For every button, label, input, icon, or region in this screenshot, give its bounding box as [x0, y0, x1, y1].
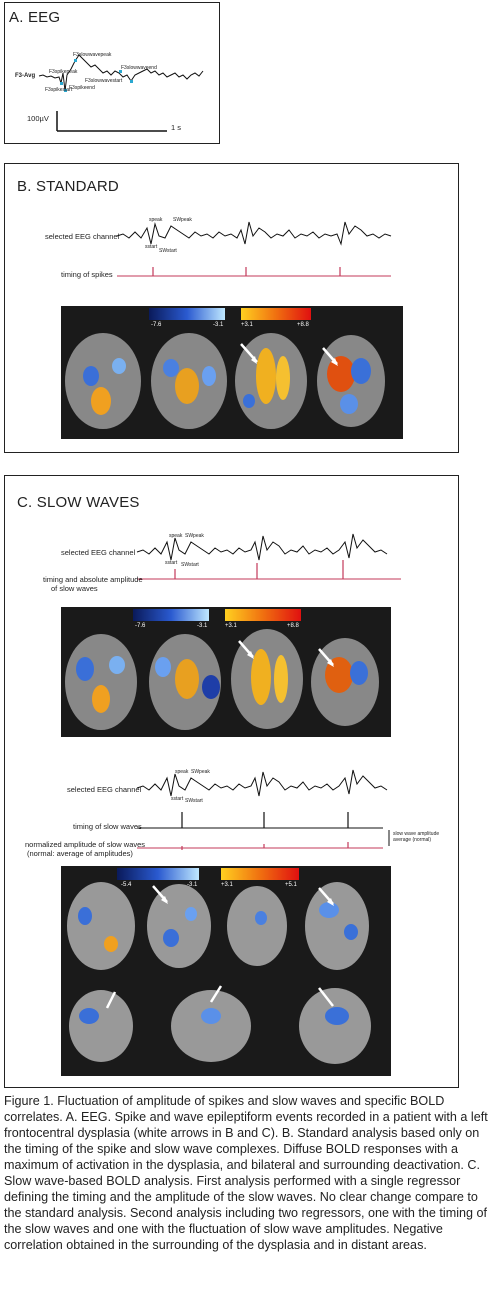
timing-amplitude-label-1: timing and absolute amplitude: [43, 575, 143, 584]
bold-slices-c2: [67, 882, 371, 1064]
scale-time: 1 s: [171, 123, 182, 132]
marker-speak-c1: speak: [169, 533, 183, 539]
marker-swpeak-b: SWpeak: [173, 217, 192, 223]
cb-c1-pos-min: +3.1: [225, 623, 237, 629]
event-label-spikepeak: F3spikepeak: [49, 69, 78, 75]
panel-b-title: B. STANDARD: [17, 178, 119, 195]
eeg-trace-a: [38, 54, 204, 132]
colorbar-neg-c1: [133, 609, 209, 621]
event-label-slowwavepeak: F3slowwavepeak: [73, 52, 112, 58]
panel-c-title: C. SLOW WAVES: [17, 494, 140, 511]
marker-sstart-c2: sstart: [171, 796, 184, 802]
marker-swstart-b: SWstart: [159, 248, 177, 254]
cb-c2-neg-min: -5.4: [121, 882, 132, 888]
bold-slices-b: [65, 333, 385, 429]
panel-a-title: A. EEG: [9, 9, 61, 26]
figure-caption: Figure 1. Fluctuation of amplitude of sp…: [4, 1094, 488, 1252]
event-label-spikeend: F3spikeend: [69, 85, 95, 91]
bold-map-c1: -7.6 -3.1 +3.1 +8.8: [61, 607, 391, 737]
bold-map-c2: -5.4 -3.1 +3.1 +5.1: [61, 866, 391, 1076]
bold-slices-c1: [65, 629, 379, 730]
cb-c2-pos-max: +5.1: [285, 882, 297, 888]
marker-swpeak-c2: SWpeak: [191, 769, 210, 775]
cb-b-pos-max: +8.8: [297, 322, 309, 328]
eeg-channel-label-b: selected EEG channel: [45, 232, 120, 241]
marker-swpeak-c1: SWpeak: [185, 533, 204, 539]
eeg-trace-b: [116, 221, 392, 277]
marker-speak-c2: speak: [175, 769, 189, 775]
event-label-slowwaveend: F3slowwaveend: [121, 65, 157, 71]
marker-swstart-c2: SWstart: [185, 798, 203, 804]
cb-b-neg-max: -3.1: [213, 322, 224, 328]
bold-map-b: -7.6 -3.1 +3.1 +8.8: [61, 306, 403, 439]
timing-amplitude-label-2: of slow waves: [51, 584, 98, 593]
marker-speak-b: speak: [149, 217, 163, 223]
cb-c1-neg-min: -7.6: [135, 623, 146, 629]
event-label-spikestart: F3spikestart: [45, 87, 73, 93]
eeg-channel-label-c2: selected EEG channel: [67, 785, 142, 794]
eeg-channel-label-c1: selected EEG channel: [61, 548, 136, 557]
cb-c1-pos-max: +8.8: [287, 623, 299, 629]
colorbar-pos-c2: [221, 868, 299, 880]
amplitude-scale-label-1: slow wave amplitude: [393, 831, 440, 837]
colorbar-pos-b: [241, 308, 311, 320]
panel-a: A. EEG F3-Avg F3slowwavepeak F3spikepeak…: [4, 2, 220, 144]
timing-slow-waves-label: timing of slow waves: [73, 822, 142, 831]
marker-sstart-b: sstart: [145, 244, 158, 250]
colorbar-neg-c2: [117, 868, 199, 880]
cb-c1-neg-max: -3.1: [197, 623, 208, 629]
colorbar-pos-c1: [225, 609, 301, 621]
event-label-slowwavestart: F3slowwavestart: [85, 78, 123, 84]
normalized-amplitude-label-1: normalized amplitude of slow waves: [25, 840, 146, 849]
normalized-amplitude-label-2: (normal: average of amplitudes): [27, 849, 133, 858]
eeg-trace-c1: [136, 533, 401, 850]
marker-sstart-c1: sstart: [165, 560, 178, 566]
cb-c2-pos-min: +3.1: [221, 882, 233, 888]
marker-swstart-c1: SWstart: [181, 562, 199, 568]
panel-b: B. STANDARD selected EEG channel speak S…: [4, 163, 459, 453]
panel-c: C. SLOW WAVES selected EEG channel speak…: [4, 475, 459, 1088]
colorbar-neg-b: [149, 308, 225, 320]
cb-c2-neg-max: -3.1: [187, 882, 198, 888]
amplitude-scale-label-2: average (normal): [393, 837, 432, 843]
scale-amplitude: 100µV: [27, 114, 49, 123]
timing-spikes-label: timing of spikes: [61, 270, 113, 279]
cb-b-neg-min: -7.6: [151, 322, 162, 328]
cb-b-pos-min: +3.1: [241, 322, 253, 328]
channel-label: F3-Avg: [15, 73, 36, 79]
